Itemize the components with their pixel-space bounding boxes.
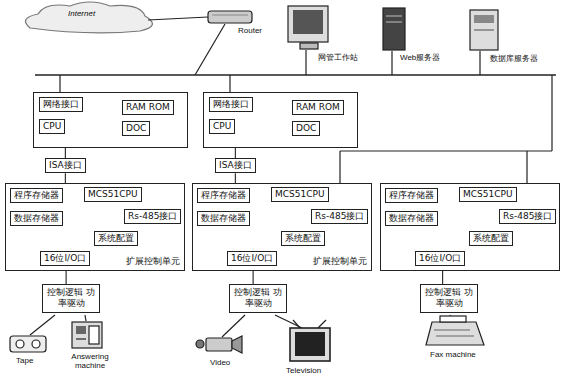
module-box: 系统配置 [469, 231, 513, 246]
module-box: 程序存储器 [197, 188, 250, 203]
module-label: 系统配置 [473, 233, 509, 244]
module-label: 程序存储器 [389, 190, 434, 201]
device-label: Web服务器 [400, 53, 440, 62]
unit-box: 扩展控制单元 程序存储器数据存储器 MCS51CPU Rs-485接口系统配置 16位I… [192, 183, 372, 271]
device-label: Television [286, 366, 321, 375]
module-box: 系统配置 [94, 231, 138, 246]
module-label: 数据存储器 [14, 213, 59, 224]
module-box: DOC [292, 121, 320, 136]
module-box: 数据存储器 [385, 211, 438, 226]
module-box: 程序存储器 [385, 188, 438, 203]
module-box: CPU [39, 119, 65, 134]
module-label: CPU [43, 121, 61, 132]
device-label: Fax machine [430, 350, 476, 359]
module-box: Rs-485接口 [499, 209, 556, 224]
module-box: MCS51CPU [84, 187, 142, 202]
module-box: RAM ROM [122, 100, 174, 115]
module-box: CPU [209, 119, 235, 134]
module-label: MCS51CPU [88, 189, 138, 200]
device-label: Answering machine [64, 352, 116, 370]
device-label: 网管工作站 [318, 53, 358, 62]
module-box: ISA接口 [215, 158, 256, 173]
module-box: RAM ROM [292, 100, 344, 115]
module-box: Rs-485接口 [124, 209, 181, 224]
unit-box: 程序存储器数据存储器 MCS51CPU Rs-485接口系统配置 16位I/O口 [380, 183, 560, 271]
unit-box: 扩展控制单元 程序存储器数据存储器 MCS51CPU Rs-485接口系统配置 16位I… [5, 183, 185, 271]
module-label: MCS51CPU [275, 189, 325, 200]
module-label: DOC [126, 123, 146, 134]
module-label: 系统配置 [98, 233, 134, 244]
module-box: 网络接口 [39, 97, 83, 112]
module-label: 系统配置 [285, 233, 321, 244]
module-label: 网络接口 [213, 99, 249, 110]
module-label: 数据存储器 [389, 213, 434, 224]
driver-box: 控制逻辑 功率驱动 [42, 284, 100, 313]
module-label: CPU [213, 121, 231, 132]
module-label: RAM ROM [126, 102, 170, 113]
device-label: Tape [16, 356, 33, 365]
module-label: Rs-485接口 [128, 211, 177, 222]
module-label: 程序存储器 [14, 190, 59, 201]
module-box: 网络接口 [209, 97, 253, 112]
module-box: 数据存储器 [10, 211, 63, 226]
module-box: 程序存储器 [10, 188, 63, 203]
module-box: 数据存储器 [197, 211, 250, 226]
module-label: DOC [296, 123, 316, 134]
module-box: 16位I/O口 [415, 251, 465, 266]
module-box: Rs-485接口 [311, 209, 368, 224]
module-label: MCS51CPU [463, 189, 513, 200]
module-label: ISA接口 [49, 160, 82, 171]
bus-connector [65, 148, 66, 158]
module-label: 16位I/O口 [419, 253, 461, 264]
module-label: 控制逻辑 功率驱动 [45, 287, 97, 310]
module-label: 16位I/O口 [231, 253, 273, 264]
module-label: 控制逻辑 功率驱动 [232, 287, 284, 310]
driver-box: 控制逻辑 功率驱动 [420, 284, 478, 313]
module-box: MCS51CPU [459, 187, 517, 202]
module-label: RAM ROM [296, 102, 340, 113]
module-label: Rs-485接口 [315, 211, 364, 222]
module-box: MCS51CPU [271, 187, 329, 202]
device-label: Video [210, 358, 230, 367]
unit-title: 扩展控制单元 [313, 255, 367, 268]
module-label: 控制逻辑 功率驱动 [423, 287, 475, 310]
unit-box: 网络接口 RAM ROM CPU DOC [33, 92, 188, 148]
module-label: 16位I/O口 [44, 253, 86, 264]
module-label: Rs-485接口 [503, 211, 552, 222]
module-label: 数据存储器 [201, 213, 246, 224]
device-label: 数据库服务器 [490, 54, 538, 63]
unit-title: 扩展控制单元 [126, 255, 180, 268]
module-box: ISA接口 [45, 158, 86, 173]
device-label: Router [238, 26, 262, 35]
module-label: 网络接口 [43, 99, 79, 110]
bus-connector [235, 148, 236, 158]
module-box: 16位I/O口 [40, 251, 90, 266]
bus-connector [65, 173, 66, 183]
unit-box: 网络接口 RAM ROM CPU DOC [203, 92, 358, 148]
module-label: 程序存储器 [201, 190, 246, 201]
module-label: ISA接口 [219, 160, 252, 171]
driver-box: 控制逻辑 功率驱动 [229, 284, 287, 313]
module-box: 16位I/O口 [227, 251, 277, 266]
bus-connector [235, 173, 236, 183]
module-box: 系统配置 [281, 231, 325, 246]
network-label: Internet [68, 9, 95, 18]
module-box: DOC [122, 121, 150, 136]
